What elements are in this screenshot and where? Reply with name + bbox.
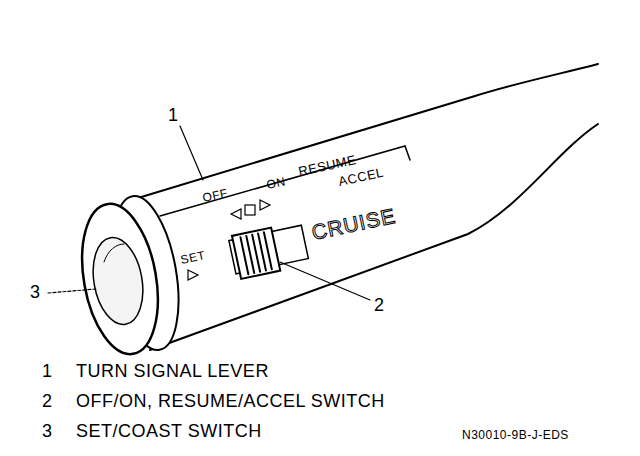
end-cap-dome (87, 234, 150, 329)
on-symbol (245, 205, 255, 215)
switch-position: ON (266, 175, 287, 191)
part-name: TURN SIGNAL LEVER (76, 362, 269, 380)
legend-number: 2 (42, 392, 53, 410)
off-symbol (231, 209, 241, 219)
slider-switch (232, 228, 280, 279)
leader-line (280, 262, 370, 300)
resume-symbol (260, 200, 270, 210)
set-symbol (188, 270, 198, 280)
callout-number: 2 (374, 296, 385, 314)
switch-name: CRUISE (310, 205, 398, 243)
panel-line (160, 146, 410, 216)
slider-ridges (240, 232, 271, 274)
part-name: SET/COAST SWITCH (76, 422, 262, 440)
legend-number: 3 (42, 422, 53, 440)
switch-position: SET (180, 249, 207, 266)
dome-highlight (104, 244, 124, 262)
switch-position: OFF (202, 187, 229, 204)
part-name: OFF/ON, RESUME/ACCEL SWITCH (76, 392, 385, 410)
legend-number: 1 (42, 362, 53, 380)
leader-line (48, 289, 96, 293)
switch-position: ACCEL (337, 166, 385, 188)
leader-line (180, 126, 203, 180)
end-cap (71, 198, 168, 360)
lever-bottom-edge (150, 124, 598, 350)
callout-number: 1 (168, 106, 179, 124)
callout-number: 3 (30, 283, 41, 301)
lever-top-edge (138, 64, 598, 198)
figure-code: N30010-9B-J-EDS (462, 429, 569, 441)
